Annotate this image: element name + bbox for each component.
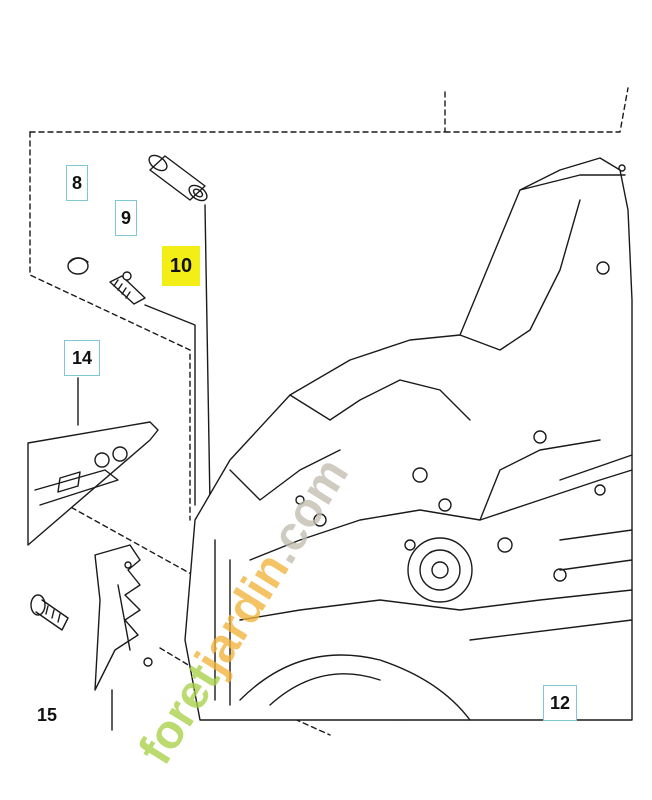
part-number-12: 12: [549, 692, 571, 713]
part-label-9: 9: [115, 200, 137, 236]
screw-part-9: [109, 271, 146, 305]
part-number-8: 8: [71, 172, 82, 193]
part-number-9: 9: [120, 207, 131, 228]
bolt-part-15: [30, 594, 69, 631]
part-label-14: 14: [64, 340, 100, 376]
part-number-15: 15: [36, 705, 58, 725]
part-number-10: 10: [169, 254, 193, 277]
part-number-14: 14: [71, 347, 93, 368]
assembly-boundary-line: [29, 87, 629, 133]
part-label-12: 12: [543, 685, 577, 721]
part-label-10-highlighted: 10: [162, 246, 200, 286]
leader-line-10: [204, 204, 211, 506]
leader-line-9: [144, 304, 196, 506]
clutch-cover-housing: [184, 157, 633, 721]
guide-bar-part-14: [27, 421, 159, 546]
cap-part-8: [67, 257, 89, 275]
assembly-boundary-line: [29, 131, 191, 521]
part-label-15: 15: [30, 700, 64, 726]
sleeve-part-10: [148, 154, 208, 202]
bumper-spike-part: [94, 544, 153, 691]
part-label-8: 8: [66, 165, 88, 201]
